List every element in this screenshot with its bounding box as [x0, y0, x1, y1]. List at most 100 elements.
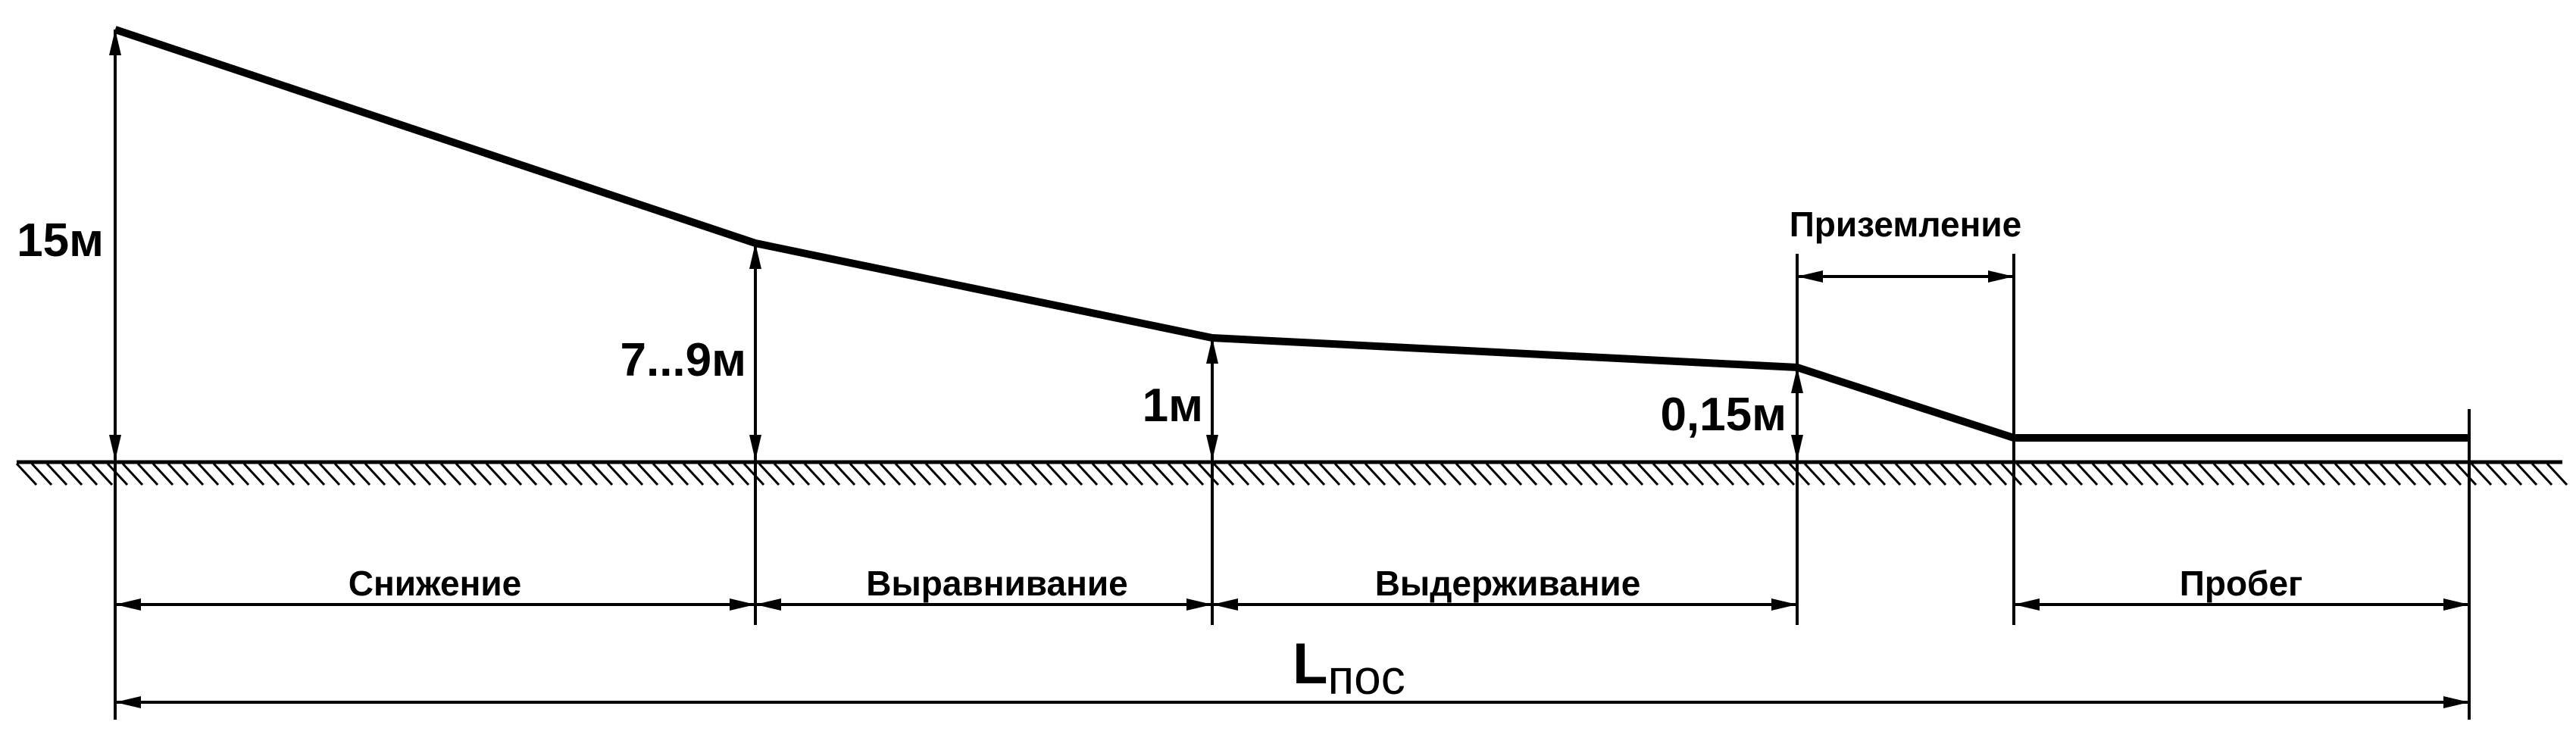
hatch-line — [167, 462, 189, 486]
hatch-line — [500, 462, 523, 486]
hatch-line — [2091, 462, 2114, 486]
hatch-line — [2273, 462, 2296, 486]
ground-hatching — [15, 462, 2568, 486]
total-length-symbol: L — [1293, 632, 1327, 696]
hatch-line — [1955, 462, 1977, 486]
hatch-line — [2470, 462, 2493, 486]
hatch-line — [2076, 462, 2099, 486]
hatch-line — [409, 462, 432, 486]
hatch-line — [106, 462, 129, 486]
hatch-line — [2485, 462, 2508, 486]
hatch-line — [591, 462, 614, 486]
hatch-line — [515, 462, 538, 486]
hatch-line — [1091, 462, 1114, 486]
hatch-line — [1818, 462, 1841, 486]
hatch-line — [2061, 462, 2084, 486]
hatch-line — [1546, 462, 1568, 486]
arrowhead — [1206, 435, 1218, 461]
hatch-line — [1273, 462, 1296, 486]
hatch-line — [2030, 462, 2053, 486]
hatch-line — [2258, 462, 2281, 486]
arrowhead — [2443, 598, 2469, 611]
arrowhead — [1791, 435, 1803, 461]
hatch-line — [2303, 462, 2326, 486]
arrowhead — [755, 598, 781, 611]
hatch-line — [15, 462, 38, 486]
height-label-7-9m: 7...9м — [620, 334, 746, 386]
hatch-line — [485, 462, 508, 486]
hatch-line — [1288, 462, 1311, 486]
arrowhead — [2443, 696, 2469, 708]
hatch-line — [30, 462, 53, 486]
phase-label-flare: Выравнивание — [866, 564, 1127, 603]
hatch-line — [349, 462, 371, 486]
hatch-line — [212, 462, 235, 486]
hatch-line — [1667, 462, 1690, 486]
hatch-line — [1197, 462, 1220, 486]
hatch-line — [849, 462, 871, 486]
arrowhead — [1797, 270, 1823, 283]
hatch-line — [2409, 462, 2432, 486]
hatch-line — [1864, 462, 1887, 486]
hatch-line — [1227, 462, 1250, 486]
hatch-line — [2349, 462, 2371, 486]
hatch-line — [288, 462, 311, 486]
hatch-line — [667, 462, 689, 486]
hatch-line — [1182, 462, 1205, 486]
hatch-line — [1167, 462, 1190, 486]
hatch-line — [1879, 462, 1902, 486]
hatch-line — [394, 462, 417, 486]
hatch-line — [318, 462, 341, 486]
arrowhead — [749, 243, 761, 269]
dimension-arrows — [109, 30, 2469, 708]
hatch-line — [1500, 462, 1523, 486]
hatch-line — [439, 462, 462, 486]
hatch-line — [2121, 462, 2144, 486]
hatch-line — [652, 462, 674, 486]
hatch-line — [1637, 462, 1659, 486]
hatch-line — [1364, 462, 1386, 486]
hatch-line — [894, 462, 917, 486]
arrowhead — [109, 30, 121, 55]
hatch-line — [424, 462, 447, 486]
arrowhead — [1206, 338, 1218, 364]
hatch-line — [758, 462, 780, 486]
hatch-line — [1015, 462, 1038, 486]
hatch-line — [1152, 462, 1174, 486]
hatch-line — [1243, 462, 1265, 486]
hatch-line — [1834, 462, 1856, 486]
hatch-line — [2212, 462, 2235, 486]
hatch-line — [2288, 462, 2311, 486]
hatch-line — [197, 462, 220, 486]
hatch-line — [2531, 462, 2553, 486]
hatch-line — [697, 462, 720, 486]
hatch-line — [258, 462, 280, 486]
hatch-line — [1076, 462, 1099, 486]
hatch-line — [1000, 462, 1023, 486]
height-label-1m: 1м — [1143, 380, 1203, 432]
hatch-line — [1576, 462, 1599, 486]
hatch-line — [91, 462, 114, 486]
hatch-line — [470, 462, 492, 486]
hatch-line — [1333, 462, 1356, 486]
hatch-line — [1136, 462, 1159, 486]
hatch-line — [2167, 462, 2190, 486]
arrowhead — [115, 598, 141, 611]
hatch-line — [2455, 462, 2478, 486]
hatch-line — [1470, 462, 1493, 486]
arrowhead — [115, 696, 141, 708]
hatch-line — [379, 462, 402, 486]
hatch-line — [152, 462, 174, 486]
hatch-line — [879, 462, 902, 486]
hatch-line — [136, 462, 159, 486]
hatch-line — [2379, 462, 2402, 486]
arrowhead — [2014, 598, 2040, 611]
hatch-line — [1046, 462, 1068, 486]
hatch-line — [682, 462, 705, 486]
hatch-line — [1121, 462, 1144, 486]
hatch-line — [1303, 462, 1326, 486]
hatch-line — [1697, 462, 1720, 486]
arrowhead — [730, 598, 755, 611]
hatch-line — [1030, 462, 1053, 486]
